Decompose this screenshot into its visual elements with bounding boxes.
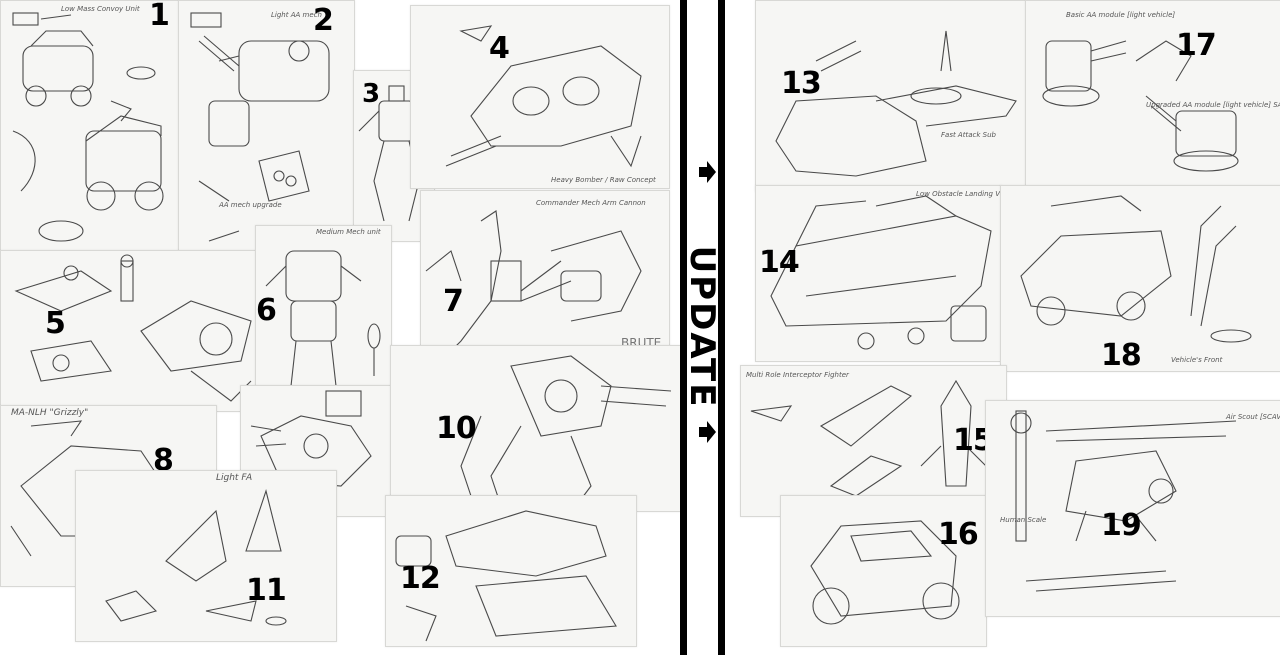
commander-mech-sketch	[425, 210, 642, 362]
sheet-number: 19	[1101, 508, 1142, 543]
sketch-sheet-1: 1 Low Mass Convoy Unit	[0, 0, 180, 260]
sheet-caption: Low Mass Convoy Unit	[61, 5, 140, 13]
sheet-number: 4	[489, 31, 510, 66]
sheet-number: 18	[1101, 338, 1142, 372]
sketch-sheet-16: 16	[780, 495, 987, 647]
sheet-number: 17	[1176, 28, 1217, 63]
sheet-number: 5	[45, 306, 66, 341]
sheet-caption: Low Obstacle Landing Vehicle	[916, 190, 1001, 198]
sheet-caption: Fast Attack Sub	[941, 131, 996, 139]
sheet-number: 2	[313, 3, 334, 38]
rover-sketch	[1020, 195, 1252, 343]
divider-bar-left	[680, 0, 687, 655]
sheet-caption: Multi Role Interceptor Fighter	[746, 371, 849, 379]
arrow-right-icon	[699, 161, 716, 183]
update-label: UPDATE	[682, 245, 722, 409]
sketch-sheet-13: 13 Fast Attack Sub	[755, 0, 1027, 192]
sketch-sheet-5: 5	[0, 250, 264, 412]
sheet-caption: Heavy Bomber / Raw Concept	[551, 176, 656, 184]
sheet-number: 14	[759, 245, 800, 280]
sheet-number: 7	[443, 284, 464, 319]
sheet-number: 10	[436, 411, 477, 446]
arrow-right-icon	[699, 421, 716, 443]
sheet-caption: Basic AA module [light vehicle]	[1066, 11, 1176, 19]
sketch-sheet-19: 19 Air Scout [SCAV] Human Scale	[985, 400, 1280, 617]
sheet-caption: MA-NLH "Grizzly"	[11, 408, 89, 418]
sheet-number: 6	[256, 293, 277, 328]
divider-bar-right	[718, 0, 725, 655]
sketch-sheet-10: 10	[390, 345, 682, 512]
quad-walker-sketch	[460, 355, 672, 507]
aa-module-sketch	[1042, 40, 1239, 172]
sketch-sheet-4: 4 Heavy Bomber / Raw Concept	[410, 5, 670, 189]
landing-vehicle-sketch	[770, 195, 992, 350]
light-fighter-sketch	[105, 489, 287, 626]
sketch-sheet-11: 11 Light FA	[75, 470, 337, 642]
sheet-caption: Vehicle's Front	[1171, 356, 1223, 364]
sheet-caption: Medium Mech unit	[316, 228, 381, 236]
interceptor-sketch	[750, 379, 987, 497]
sheet-note: Upgraded AA module [light vehicle] SAM	[1146, 101, 1280, 109]
sketch-sheet-2: 2 Light AA mech AA mech upgrade	[178, 0, 355, 260]
sketch-sheet-14: 14 Low Obstacle Landing Vehicle	[755, 185, 1002, 362]
sheet-number: 13	[781, 66, 822, 101]
sketch-sheet-12: 12	[385, 495, 637, 647]
sheet-caption: Commander Mech Arm Cannon	[536, 199, 646, 207]
sheet-caption: Air Scout [SCAV]	[1226, 413, 1280, 421]
vehicle-sketch	[12, 12, 164, 242]
sheet-note: Human Scale	[1000, 516, 1047, 524]
sheet-number: 12	[400, 561, 441, 596]
sketch-sheet-18: 18 Vehicle's Front	[1000, 185, 1280, 372]
sketch-sheet-17: 17 Basic AA module [light vehicle] Upgra…	[1025, 0, 1280, 192]
sheet-number: 16	[938, 517, 979, 552]
attack-sub-sketch	[775, 30, 1017, 177]
sheet-number: 11	[246, 573, 287, 608]
update-divider	[680, 0, 725, 655]
bomber-sketch	[445, 25, 642, 168]
air-scout-sketch	[1010, 410, 1237, 592]
sheet-note: AA mech upgrade	[219, 201, 282, 209]
gunship-sketch	[14, 254, 252, 402]
sheet-number: 8	[153, 443, 174, 478]
sketch-sheet-6: 6 Medium Mech unit	[255, 225, 392, 402]
transport-sketch	[395, 510, 617, 642]
mech-sketch	[190, 12, 330, 242]
sheet-number: 1	[149, 0, 170, 33]
sheet-caption: Light AA mech	[271, 11, 322, 19]
medium-mech-sketch	[265, 250, 381, 387]
sheet-caption: Light FA	[216, 473, 253, 483]
buggy-sketch	[810, 520, 960, 625]
sheet-number: 3	[362, 79, 380, 109]
